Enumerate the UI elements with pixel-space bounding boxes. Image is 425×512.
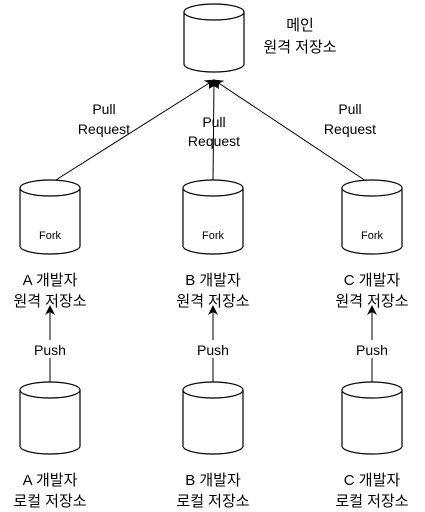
remote-repo-a-label-line2: 원격 저장소 bbox=[13, 293, 86, 310]
fork-label-c: Fork bbox=[361, 230, 384, 242]
local-repo-c-cylinder bbox=[341, 381, 403, 455]
pull-request-label-a-line2: Request bbox=[78, 121, 130, 137]
push-label-c: Push bbox=[356, 342, 388, 358]
fork-label-b: Fork bbox=[202, 230, 225, 242]
pull-request-label-b-line2: Request bbox=[188, 133, 240, 149]
remote-repo-a-cylinder bbox=[19, 179, 81, 255]
local-repo-b-cylinder bbox=[182, 381, 244, 455]
remote-repo-b-label-line2: 원격 저장소 bbox=[176, 293, 249, 310]
pull-request-edge-a bbox=[47, 79, 215, 186]
remote-repo-c-label-line2: 원격 저장소 bbox=[335, 293, 408, 310]
pull-request-edge-b bbox=[208, 79, 219, 184]
main-repo-cylinder bbox=[183, 3, 245, 73]
local-repo-c-label-line1: C 개발자 bbox=[344, 472, 401, 489]
local-repo-a-cylinder bbox=[19, 381, 81, 455]
main-repo-label-line1: 메인 bbox=[286, 17, 314, 34]
push-label-a: Push bbox=[34, 342, 66, 358]
pull-request-label-c-line2: Request bbox=[324, 121, 376, 137]
remote-repo-b-label-line1: B 개발자 bbox=[185, 272, 241, 289]
fork-label-a: Fork bbox=[39, 230, 62, 242]
pull-request-label-a-line1: Pull bbox=[92, 101, 115, 117]
remote-repo-a-label-line1: A 개발자 bbox=[23, 272, 78, 289]
local-repo-c-label-line2: 로컬 저장소 bbox=[335, 493, 408, 510]
local-repo-b-label-line1: B 개발자 bbox=[185, 472, 241, 489]
remote-repo-b-cylinder bbox=[182, 179, 244, 255]
main-repo-label-line2: 원격 저장소 bbox=[263, 39, 336, 56]
pull-request-edge-c bbox=[213, 79, 373, 186]
pull-request-label-b-line1: Pull bbox=[202, 114, 225, 130]
push-label-b: Push bbox=[197, 342, 229, 358]
local-repo-a-label-line1: A 개발자 bbox=[23, 472, 78, 489]
local-repo-a-label-line2: 로컬 저장소 bbox=[13, 493, 86, 510]
pull-request-label-c-line1: Pull bbox=[338, 101, 361, 117]
remote-repo-c-label-line1: C 개발자 bbox=[344, 272, 401, 289]
local-repo-b-label-line2: 로컬 저장소 bbox=[176, 493, 249, 510]
remote-repo-c-cylinder bbox=[341, 179, 403, 255]
